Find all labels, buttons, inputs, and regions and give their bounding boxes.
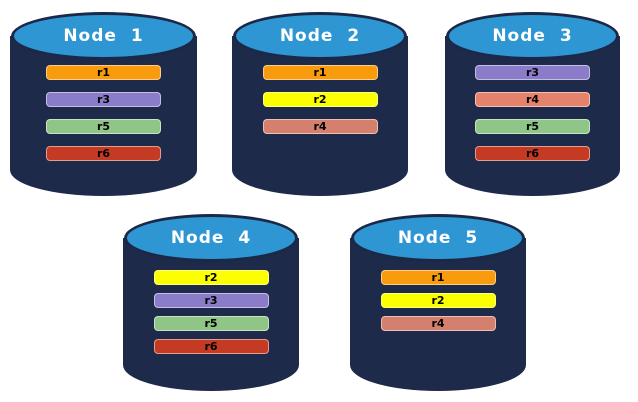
replica-bar: r3 [475,65,590,80]
replica-bar: r3 [46,92,161,107]
replica-label: r5 [204,317,218,330]
replica-label: r6 [204,340,218,353]
replica-bars: r1 r3 r5 r6 [10,65,197,161]
cylinder-cap: Node 5 [351,214,525,262]
replica-bar: r4 [475,92,590,107]
replica-bar: r2 [153,270,269,285]
replica-label: r1 [313,66,327,79]
replica-label: r4 [431,317,445,330]
replica-bars: r3 r4 r5 r6 [445,65,620,161]
replica-label: r5 [96,120,111,133]
replica-label: r5 [525,120,540,133]
replica-label: r6 [525,147,540,160]
node-title: Node 1 [63,26,144,46]
replica-label: r6 [96,147,111,160]
replica-bar: r3 [153,293,269,308]
cylinder-body [445,36,620,196]
replica-label: r1 [96,66,111,79]
replica-label: r4 [313,120,327,133]
replica-bar: r5 [153,316,269,331]
cylinder-cap: Node 1 [11,12,196,60]
replica-bar: r4 [262,119,378,134]
replica-bar: r2 [380,293,496,308]
replica-bar: r6 [475,146,590,161]
replica-bar: r5 [475,119,590,134]
node-title: Node 2 [279,26,361,46]
cylinder-body [10,36,197,196]
cylinder-body [232,36,408,196]
replica-bar: r1 [262,65,378,80]
replica-label: r2 [431,294,445,307]
cylinder-cap: Node 2 [233,12,407,60]
node-title: Node 3 [492,26,573,46]
replica-bar: r6 [46,146,161,161]
node-cylinder: Node 4 r2 r3 r5 r6 [123,214,299,391]
replica-bars: r1 r2 r4 [232,65,408,134]
replica-bar: r6 [153,339,269,354]
replica-label: r3 [96,93,111,106]
node-cylinder: Node 2 r1 r2 r4 [232,12,408,196]
replica-bar: r1 [46,65,161,80]
cylinder-cap: Node 4 [124,214,298,262]
replica-label: r3 [204,294,218,307]
replica-bar: r5 [46,119,161,134]
cylinder-cap: Node 3 [446,12,619,60]
node-cylinder: Node 5 r1 r2 r4 [350,214,526,391]
cylinder-body [350,238,526,391]
replica-bar: r2 [262,92,378,107]
replica-label: r1 [431,271,445,284]
replica-label: r2 [313,93,327,106]
replica-label: r4 [525,93,540,106]
replica-bars: r2 r3 r5 r6 [123,270,299,354]
replica-bar: r1 [380,270,496,285]
cylinder-body [123,238,299,391]
replica-bars: r1 r2 r4 [350,270,526,331]
node-title: Node 4 [170,228,252,248]
node-title: Node 5 [397,228,479,248]
replica-label: r2 [204,271,218,284]
node-cylinder: Node 1 r1 r3 r5 r6 [10,12,197,196]
node-cylinder: Node 3 r3 r4 r5 r6 [445,12,620,196]
replica-label: r3 [525,66,540,79]
replica-bar: r4 [380,316,496,331]
